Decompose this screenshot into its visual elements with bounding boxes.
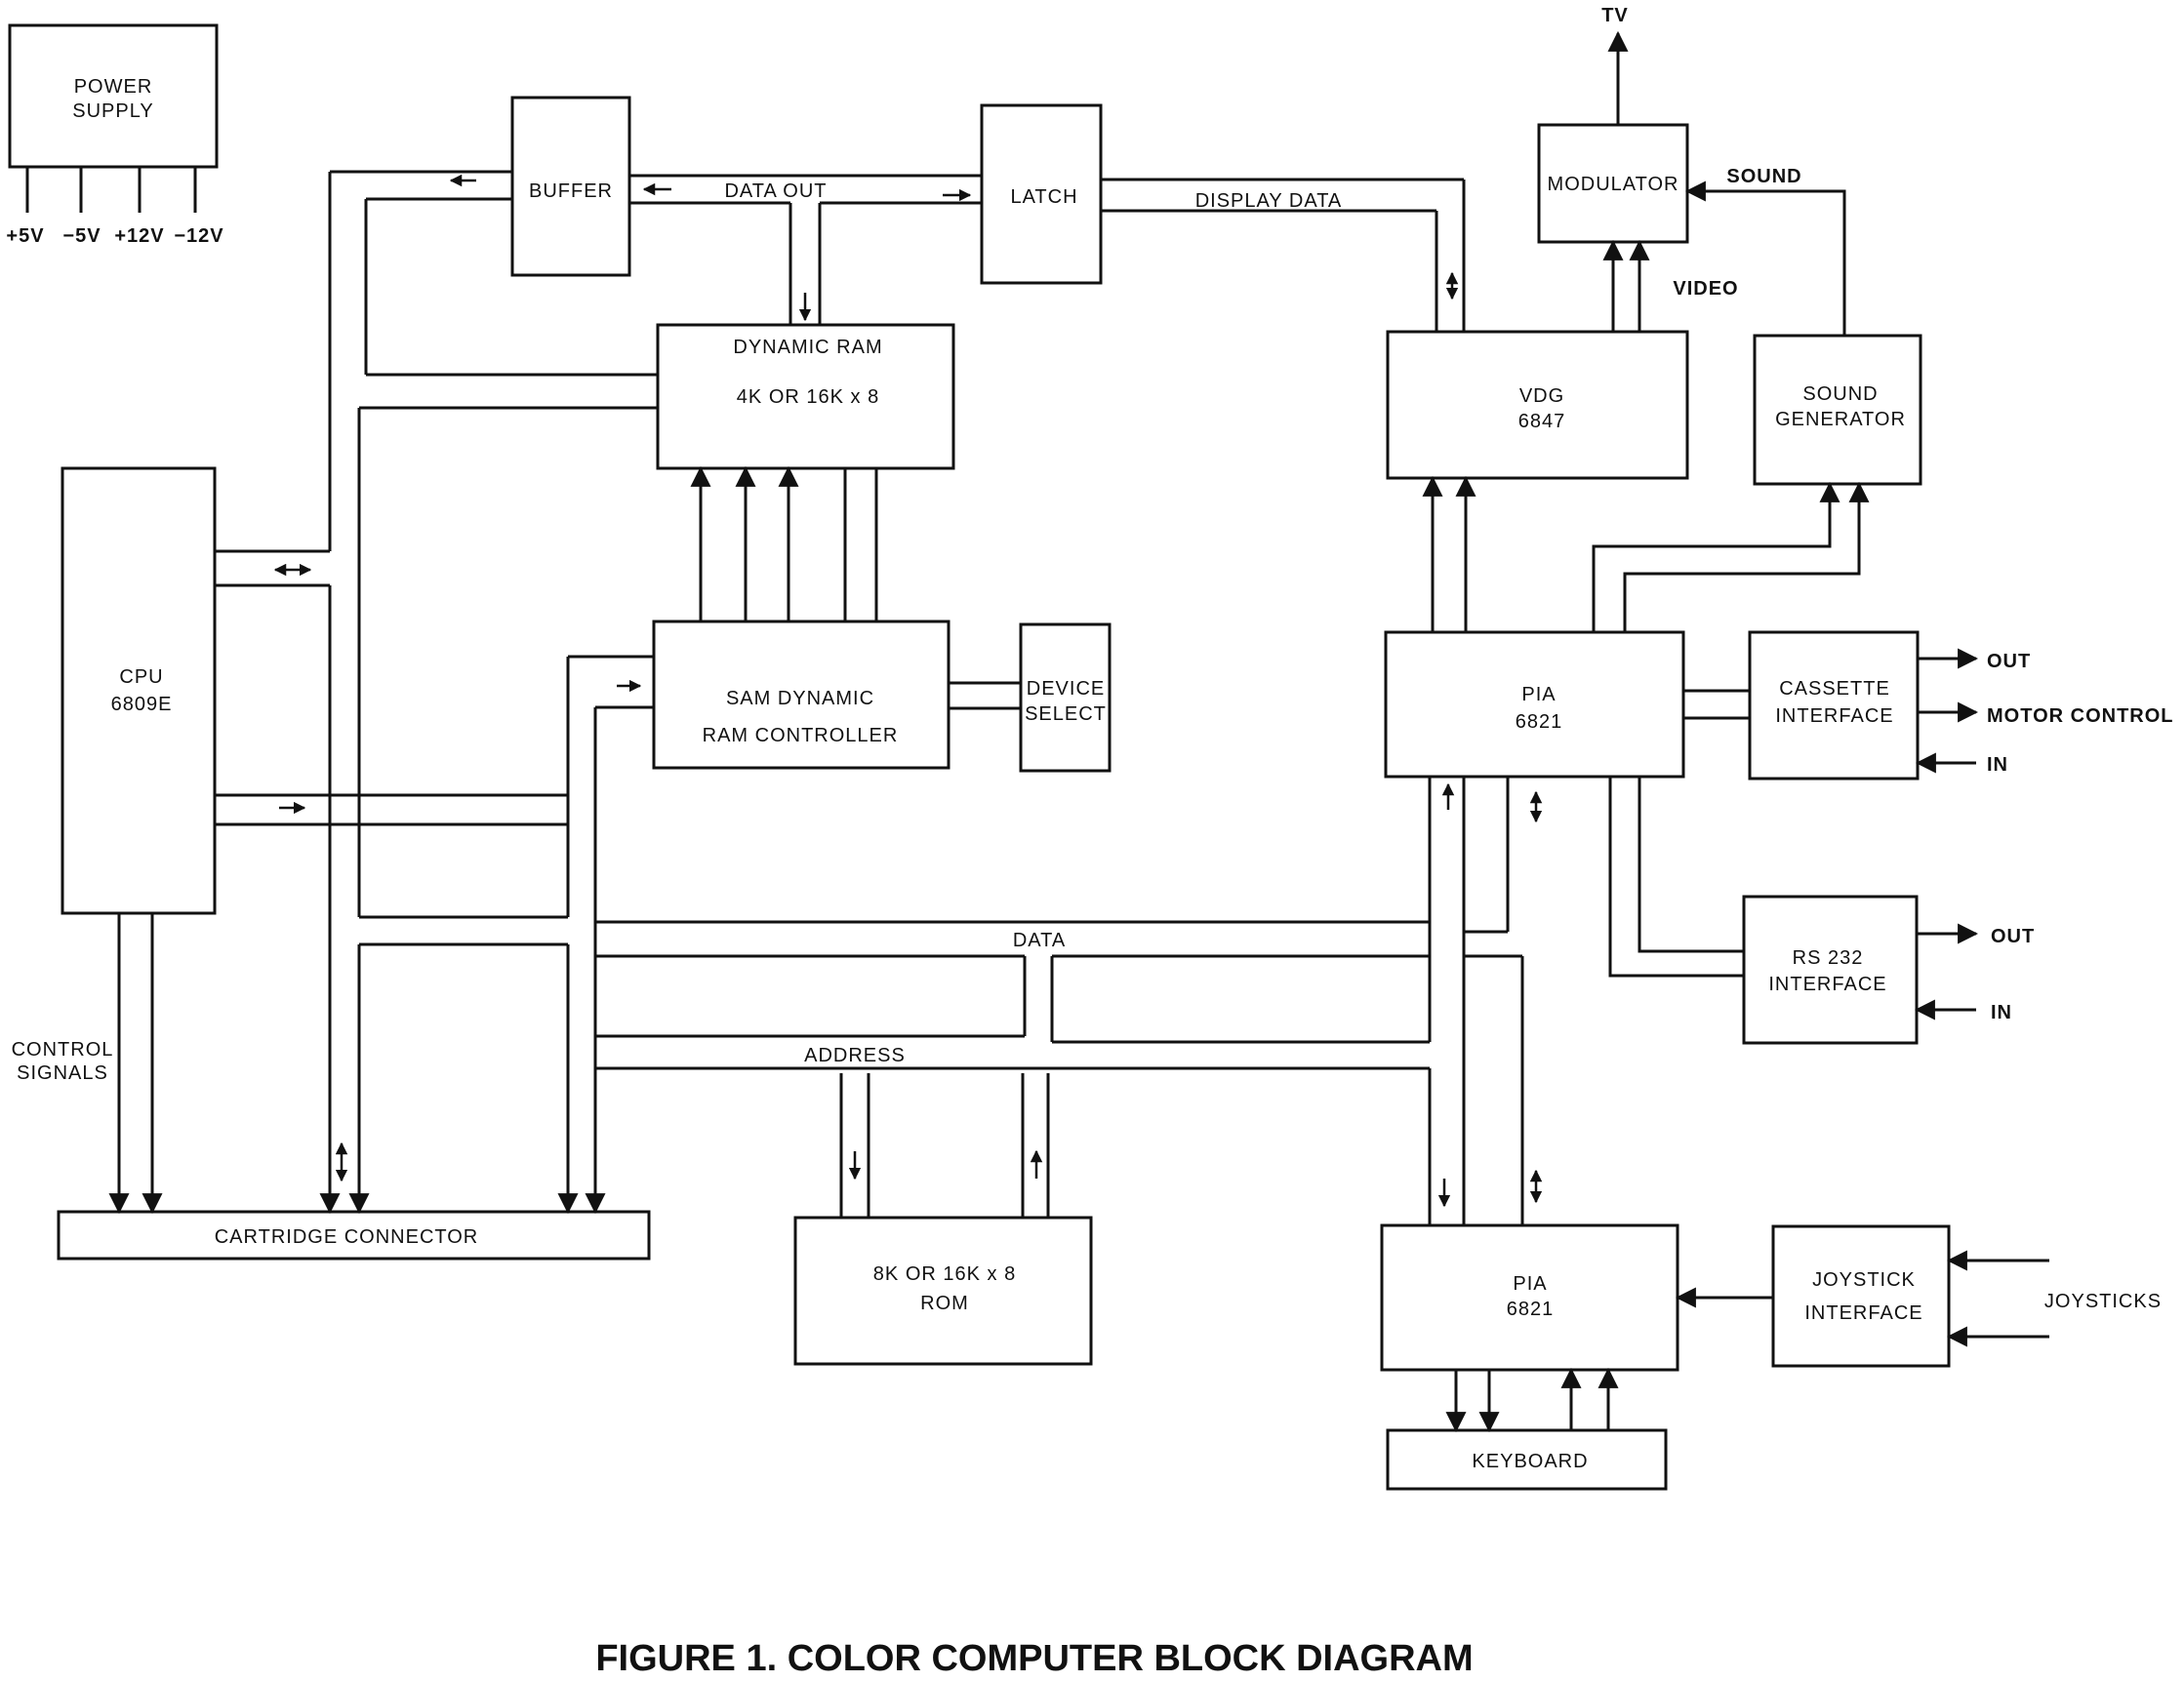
rs232-interface-label-2: INTERFACE: [1768, 974, 1886, 995]
cpu-block: [61, 466, 217, 915]
cpu-label-2: 6809E: [111, 694, 173, 715]
data-out-bus: [330, 170, 982, 325]
rs232-interface-label-1: RS 232: [1793, 947, 1864, 969]
latch-label: LATCH: [1010, 186, 1077, 208]
pia-top-block: [1384, 630, 1685, 779]
sound-generator-label-1: SOUND: [1802, 383, 1878, 405]
buffer-label: BUFFER: [529, 180, 613, 202]
joystick-interface-label-1: JOYSTICK: [1812, 1269, 1916, 1291]
power-supply-label-1: POWER: [74, 76, 153, 98]
figure-caption: FIGURE 1. COLOR COMPUTER BLOCK DIAGRAM: [595, 1638, 1473, 1679]
display-data-label: DISPLAY DATA: [1195, 190, 1343, 212]
rom-label-1: 8K OR 16K x 8: [873, 1263, 1016, 1285]
rom-block: [793, 1216, 1093, 1366]
data-bus-vertical-left: [215, 172, 658, 1212]
pia-to-rs232: [1608, 777, 1744, 978]
keyboard-label: KEYBOARD: [1472, 1451, 1588, 1472]
power-leads: [25, 167, 197, 213]
data-bus-label: DATA: [1013, 930, 1066, 951]
voltage-plus5-label: +5V: [6, 225, 44, 247]
sam-to-device-select: [949, 681, 1021, 710]
sound-line: [1684, 180, 1846, 336]
data-out-label: DATA OUT: [724, 180, 827, 202]
device-select-block: [1019, 622, 1112, 773]
pia-bottom-label-1: PIA: [1513, 1273, 1547, 1295]
control-signals-label-2: SIGNALS: [17, 1062, 108, 1084]
address-bus-label: ADDRESS: [804, 1045, 906, 1066]
pia-to-vdg: [1422, 475, 1476, 632]
pia-to-sound: [1592, 481, 1870, 632]
dynamic-ram-block: [656, 323, 955, 470]
sound-generator-label-2: GENERATOR: [1775, 409, 1906, 430]
video-label: VIDEO: [1673, 278, 1738, 300]
cassette-interface-label-1: CASSETTE: [1779, 678, 1890, 700]
vdg-to-modulator: [1602, 239, 1650, 332]
dynamic-ram-label-2: 4K OR 16K x 8: [737, 386, 879, 408]
dynamic-ram-label-1: DYNAMIC RAM: [733, 337, 882, 358]
voltage-plus12-label: +12V: [114, 225, 164, 247]
sam-to-ram-lines: [690, 465, 878, 621]
cassette-out-label: OUT: [1987, 651, 2031, 672]
joysticks-input-lines: [1946, 1250, 2049, 1347]
cassette-in-label: IN: [1987, 754, 2008, 776]
rs232-in-label: IN: [1991, 1002, 2012, 1023]
rs232-out-label: OUT: [1991, 926, 2035, 947]
address-bus-vertical-left: [215, 655, 654, 1212]
control-signals-lines: [108, 913, 163, 1215]
vdg-label-2: 6847: [1518, 411, 1566, 432]
latch-block: [980, 103, 1103, 285]
power-supply-block: [8, 23, 219, 169]
device-select-label-1: DEVICE: [1027, 678, 1105, 700]
cartridge-bus-drops: [319, 1171, 606, 1215]
joysticks-label: JOYSTICKS: [2044, 1291, 2162, 1312]
pia-top-label-2: 6821: [1516, 711, 1563, 733]
device-select-label-2: SELECT: [1025, 703, 1107, 725]
display-data-bus: [1101, 178, 1466, 332]
pia-bottom-block: [1380, 1223, 1679, 1372]
data-bus-horizontal: [595, 777, 1524, 1225]
pia-to-cassette: [1683, 689, 1750, 720]
modulator-label: MODULATOR: [1548, 174, 1679, 195]
sam-label-1: SAM DYNAMIC: [726, 688, 874, 709]
buffer-block: [510, 96, 631, 277]
cassette-interface-label-2: INTERFACE: [1775, 705, 1893, 727]
cpu-label-1: CPU: [119, 666, 163, 688]
vdg-block: [1386, 330, 1689, 480]
motor-control-label: MOTOR CONTROL: [1987, 705, 2174, 727]
cartridge-connector-label: CARTRIDGE CONNECTOR: [215, 1226, 479, 1248]
cassette-interface-block: [1748, 630, 1920, 781]
voltage-minus5-label: −5V: [62, 225, 101, 247]
control-signals-label-1: CONTROL: [12, 1039, 114, 1061]
address-bus-horizontal: [593, 1066, 1432, 1225]
voltage-minus12-label: −12V: [174, 225, 223, 247]
joystick-interface-label-2: INTERFACE: [1804, 1302, 1922, 1324]
keyboard-block: [1386, 1428, 1668, 1491]
pia-bottom-label-2: 6821: [1507, 1299, 1555, 1320]
joystick-interface-block: [1771, 1224, 1951, 1368]
cassette-io-lines: [1915, 648, 1979, 774]
sam-block: [652, 620, 950, 770]
pia-top-label-1: PIA: [1521, 684, 1556, 705]
rom-label-2: ROM: [920, 1293, 969, 1314]
power-supply-label-2: SUPPLY: [72, 100, 153, 122]
pia-keyboard-lines: [1445, 1367, 1619, 1433]
sound-label: SOUND: [1726, 166, 1801, 187]
rs232-interface-block: [1742, 895, 1919, 1045]
tv-label: TV: [1601, 5, 1629, 26]
vdg-label-1: VDG: [1519, 385, 1564, 407]
rs232-io-lines: [1914, 923, 1979, 1021]
sam-label-2: RAM CONTROLLER: [703, 725, 899, 746]
